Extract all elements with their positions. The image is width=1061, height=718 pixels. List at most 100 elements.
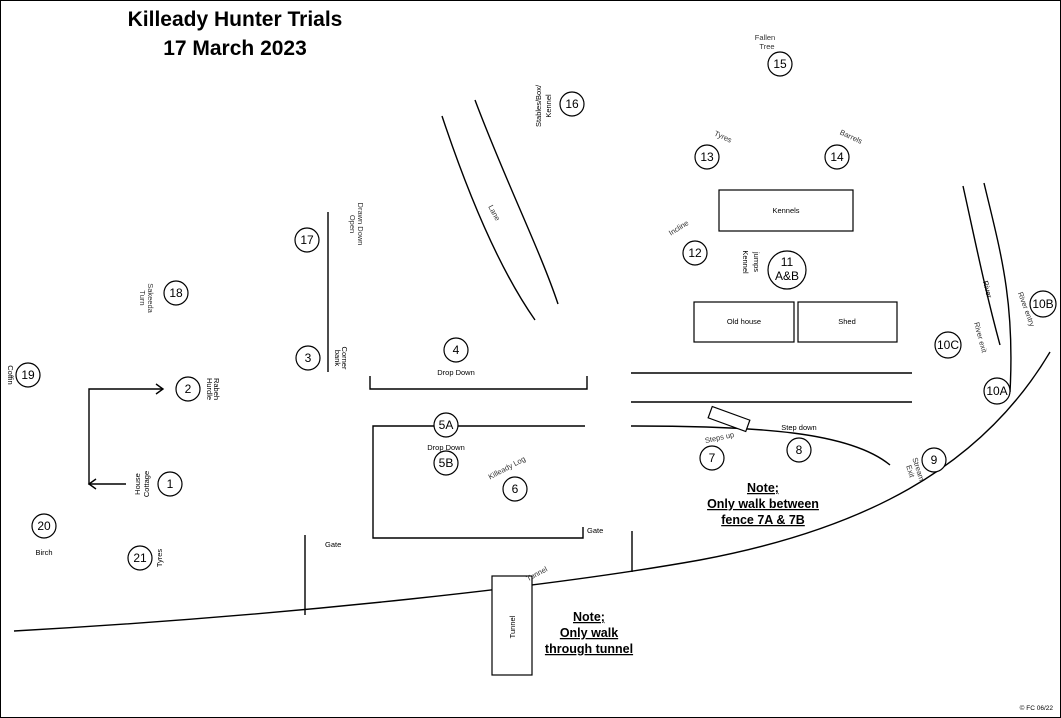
note-line: Only walk between: [707, 497, 819, 511]
river-bank-left: [962, 185, 1001, 346]
shed-building: [797, 301, 898, 343]
fence-17: 17 Drawn Down Open: [294, 203, 365, 253]
fence-label: Step down: [781, 423, 816, 432]
fence-number: 20: [37, 519, 51, 533]
fence-number: 18: [169, 286, 183, 300]
fence-8: 8 Step down: [781, 423, 817, 463]
fence-label: Turn: [138, 290, 147, 305]
fence-marker: [31, 513, 57, 539]
fence-number-suffix: A&B: [775, 269, 799, 283]
river-bank-right: [983, 182, 1012, 393]
fence-marker: [682, 240, 708, 266]
fence-label: Sakeeda: [146, 283, 155, 313]
fence-number: 10A: [986, 384, 1007, 398]
fence-label: Rabeh: [212, 378, 221, 400]
fence-marker: [433, 412, 459, 438]
fence-number: 7: [709, 451, 716, 465]
fence-number: 19: [21, 368, 35, 382]
fence-label: Birch: [35, 548, 52, 557]
tunnel-label: Tunnel: [508, 615, 517, 638]
fence-label: bank: [333, 350, 342, 367]
fence-label: Tree: [759, 42, 774, 51]
fence-marker: [127, 545, 153, 571]
main-track: [13, 351, 1051, 632]
note-fence7: Note; Only walk between fence 7A & 7B: [707, 481, 819, 527]
fence-marker: [1029, 290, 1057, 318]
arrow-head-right: [155, 383, 165, 395]
note-heading: Note;: [747, 481, 779, 495]
fence-19: 19 Coffin: [6, 362, 41, 388]
direction-arrow-path: [88, 388, 162, 485]
fence-number: 14: [830, 150, 844, 164]
fence-label: jumps: [752, 251, 761, 272]
fence-9: 9 Stream Exit: [904, 447, 947, 482]
copyright: © FC 06/22: [1020, 704, 1054, 712]
fence-number: 1: [167, 477, 174, 491]
fence-marker: [433, 450, 459, 476]
fence-marker: [921, 447, 947, 473]
fence-number: 10B: [1032, 297, 1053, 311]
kennels-building: [718, 189, 854, 232]
fence-label: Drop Down: [437, 368, 475, 377]
fence-number: 10C: [937, 338, 959, 352]
lane-right-edge: [474, 99, 559, 305]
fence-marker: [699, 445, 725, 471]
fence-marker: [15, 362, 41, 388]
gate-right-label: Gate: [587, 526, 603, 535]
fence-10b: 10B River entry: [1016, 290, 1057, 328]
fence-marker: [694, 144, 720, 170]
kennels-label: Kennels: [772, 206, 799, 215]
fence-number: 16: [565, 97, 579, 111]
fence-label: Fallen: [755, 33, 775, 42]
fence-marker: [767, 51, 793, 77]
fence-marker: [294, 227, 320, 253]
fence-20: 20 Birch: [31, 513, 57, 557]
steps-track: [630, 425, 891, 466]
fence-marker: [163, 280, 189, 306]
fence-label: Cottage: [142, 471, 151, 497]
fence-number: 12: [688, 246, 702, 260]
fence-number: 9: [931, 453, 938, 467]
fence-number: 5B: [439, 456, 454, 470]
fence-number: 11: [781, 255, 794, 269]
lane-left-edge: [441, 115, 536, 321]
fence-label: Open: [348, 215, 357, 233]
fence-marker: [983, 377, 1011, 405]
note-heading: Note;: [573, 610, 605, 624]
fence-label: Corner: [340, 347, 349, 370]
fence-number: 21: [133, 551, 147, 565]
fence-marker: [502, 476, 528, 502]
fence-label: Tyres: [155, 549, 164, 568]
fence-number: 13: [700, 150, 714, 164]
tunnel-building: [491, 575, 533, 676]
fence-marker: [767, 250, 807, 290]
fence-marker: [295, 345, 321, 371]
gate-left-label: Gate: [325, 540, 341, 549]
fence-11: 11 A&B Kennel jumps: [741, 250, 807, 290]
fence-label: House: [133, 473, 142, 495]
arrow-head-left: [87, 478, 97, 490]
fence-21: 21 Tyres: [127, 545, 164, 571]
note-line: fence 7A & 7B: [721, 513, 805, 527]
fence-marker: [934, 331, 962, 359]
fence-number: 2: [185, 382, 192, 396]
map-title: Killeady Hunter Trials: [128, 8, 343, 31]
fence-marker: [786, 437, 812, 463]
fence-label: Kennel: [741, 250, 750, 274]
fence-label: Kennel: [544, 94, 553, 118]
shed-label: Shed: [838, 317, 856, 326]
note-tunnel: Note; Only walk through tunnel: [545, 610, 633, 656]
fence-10c: 10C: [934, 331, 962, 359]
fence-number: 3: [305, 351, 312, 365]
fence-number: 4: [453, 343, 460, 357]
fence-3: 3 Corner bank: [295, 345, 349, 371]
fence-number: 5A: [439, 418, 454, 432]
old-house-label: Old house: [727, 317, 761, 326]
fence-marker: [175, 376, 201, 402]
fence-label: Exit: [904, 464, 917, 480]
fence-label: Hurdle: [205, 378, 214, 400]
fence4-bracket: [369, 376, 588, 390]
fence-5b: 5B: [433, 450, 459, 476]
fence-marker: [824, 144, 850, 170]
